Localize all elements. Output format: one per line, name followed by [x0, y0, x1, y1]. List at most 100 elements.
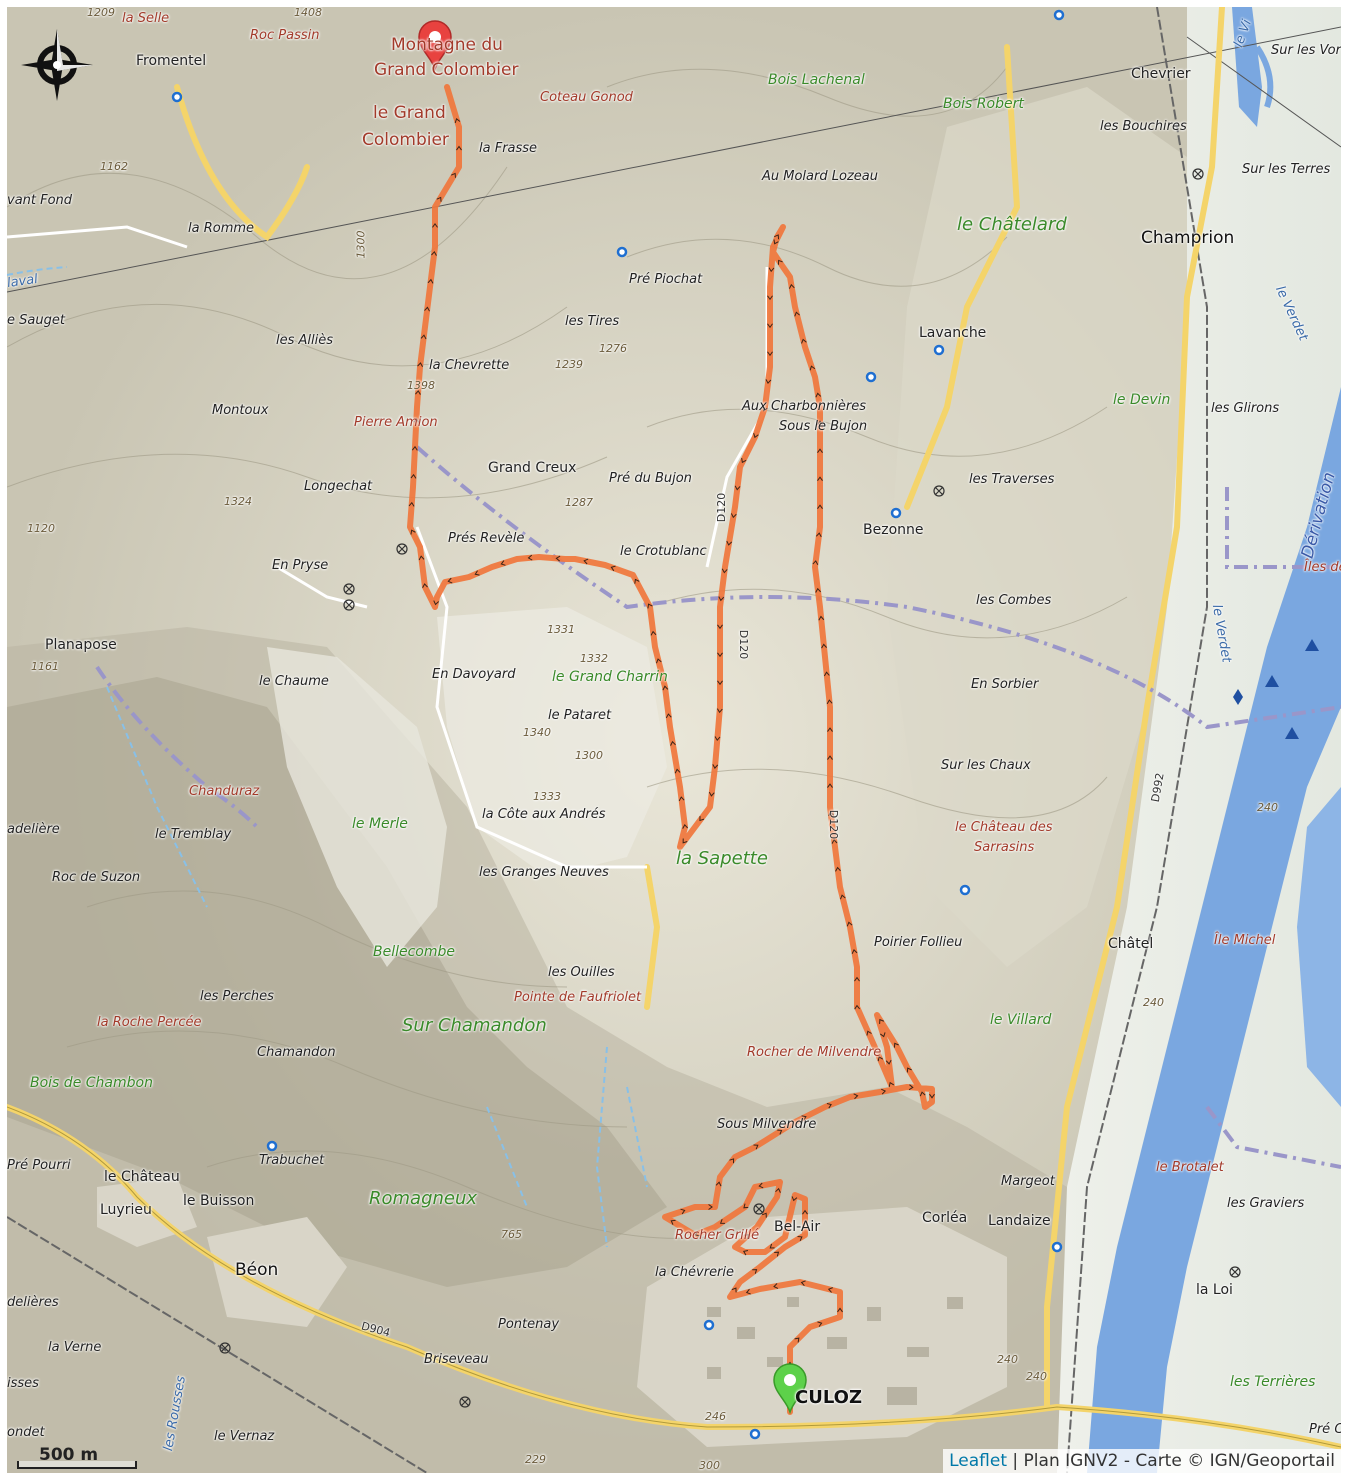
label-le-tremblay: le Tremblay [155, 827, 232, 842]
label-les-allies: les Alliès [276, 333, 334, 348]
label-pre-pourri: Pré Pourri [7, 1158, 71, 1173]
route-arrow [708, 791, 715, 797]
route-arrow [767, 351, 773, 357]
route-arrow [815, 587, 821, 593]
route-arrow [801, 338, 807, 344]
label-iles-de: Îles de [1304, 560, 1341, 575]
label-avant-fond: vant Fond [7, 193, 73, 208]
route-arrow [699, 816, 705, 822]
route-arrow [741, 457, 747, 464]
route-arrow [670, 1219, 676, 1225]
label-les-tires: les Tires [565, 314, 620, 329]
route-arrow [650, 630, 657, 636]
route-arrow [745, 1288, 751, 1295]
route-arrow [726, 540, 733, 546]
route-arrow [500, 560, 506, 566]
label-les-granges-neuves: les Granges Neuves [479, 865, 609, 880]
route-arrow [583, 558, 589, 565]
label-bois-lachenal: Bois Lachenal [768, 72, 865, 88]
label-poirier-follieu: Poirier Follieu [874, 935, 963, 950]
route-arrow [775, 1187, 781, 1193]
label-beon: Béon [235, 1260, 279, 1280]
label-coteau-gonod: Coteau Gonod [540, 90, 633, 105]
leaflet-link[interactable]: Leaflet [949, 1451, 1007, 1471]
route-arrow [743, 1203, 749, 1209]
label-romagneux: Romagneux [369, 1188, 478, 1209]
route-arrow [454, 118, 461, 124]
route-arrow [730, 513, 737, 519]
route-arrow [815, 532, 822, 538]
route-arrow [877, 1056, 884, 1062]
label-le-devin: le Devin [1113, 392, 1171, 408]
label-briseveau: Briseveau [424, 1352, 489, 1367]
label-bel-air: Bel-Air [774, 1219, 821, 1235]
route-arrow [456, 145, 462, 151]
start-marker[interactable] [773, 1363, 807, 1415]
label-longechat: Longechat [304, 479, 373, 494]
label-isses: isses [7, 1376, 39, 1391]
route-arrow [678, 796, 685, 802]
label-la-loi: la Loi [1196, 1282, 1233, 1298]
label-elevation: 1161 [31, 660, 59, 673]
label-bezonne: Bezonne [863, 522, 924, 538]
route-arrow [785, 1223, 791, 1229]
route-arrow [410, 473, 417, 479]
route-arrow [708, 1204, 713, 1210]
route-arrow [827, 1287, 833, 1293]
label-elevation: 1287 [565, 496, 593, 509]
route-arrow [717, 624, 723, 630]
route-arrow [753, 433, 759, 439]
label-road-d120: D120 [737, 629, 751, 660]
end-marker[interactable] [418, 20, 452, 72]
label-bellecombe: Bellecombe [373, 944, 456, 960]
label-rocher-grille: Rocher Grillé [675, 1228, 760, 1243]
route-arrow [908, 1084, 914, 1091]
route-arrow [422, 583, 428, 588]
label-corlea: Corléa [922, 1210, 968, 1226]
label-la-selle: la Selle [122, 11, 170, 26]
route-arrow [840, 894, 846, 900]
route-arrow [818, 615, 825, 621]
route-arrow [773, 239, 779, 245]
route-arrow [812, 560, 819, 565]
route-arrow [474, 570, 480, 576]
label-pontenay: Pontenay [498, 1317, 560, 1332]
route-arrow [893, 1042, 899, 1048]
route-arrow [427, 278, 434, 284]
route-arrow [851, 949, 858, 954]
route-arrow [794, 1337, 800, 1343]
route-arrow [774, 1251, 780, 1257]
route-arrow [665, 713, 672, 719]
label-road-d120: D120 [827, 809, 841, 840]
route-arrow [788, 283, 795, 289]
route-arrow [777, 259, 783, 265]
label-le-grand: le Grand [373, 103, 446, 123]
label-pierre-amion: Pierre Amion [354, 415, 438, 430]
route-arrow [835, 866, 841, 872]
label-montoux: Montoux [212, 403, 269, 418]
route-arrow [826, 1103, 832, 1109]
label-ondet: ondet [7, 1425, 45, 1440]
route-arrow [415, 390, 421, 395]
route-arrow [767, 323, 773, 329]
label-aux-charbonnieres: Aux Charbonnières [742, 399, 866, 414]
label-les-graviers: les Graviers [1227, 1196, 1305, 1211]
attribution: Leaflet | Plan IGNV2 - Carte © IGN/Geopo… [943, 1449, 1341, 1473]
route-arrow [447, 577, 453, 584]
route-arrow [420, 334, 427, 340]
label-elevation: 1300 [575, 749, 603, 762]
label-elevation: 1209 [87, 7, 115, 19]
scale-bar [17, 1461, 137, 1469]
route-arrow [655, 658, 662, 664]
label-fromentel: Fromentel [136, 53, 207, 69]
route-arrow [712, 764, 719, 769]
route-arrow [432, 223, 438, 228]
route-path[interactable] [407, 84, 935, 1415]
route-arrow [827, 783, 833, 788]
label-elevation: 1276 [599, 342, 627, 355]
map-viewport[interactable]: 1209 la Selle 1408 Roc Passin Fromentel … [7, 7, 1341, 1473]
route-arrow [906, 1067, 912, 1073]
label-sous-le-bujon: Sous le Bujon [779, 419, 868, 434]
route-arrow [817, 448, 823, 453]
route-arrow [682, 823, 689, 829]
